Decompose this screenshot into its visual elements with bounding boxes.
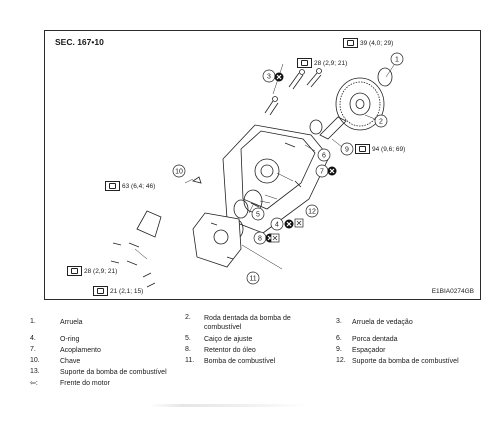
torque-value: 39 (4,0; 29) (360, 39, 394, 47)
legend-text: Espaçador (352, 347, 386, 354)
apply-icons (270, 218, 304, 243)
legend-text: O-ring (60, 336, 80, 343)
legend-text: Retentor do óleo (204, 347, 256, 354)
nut-drawing (309, 119, 323, 135)
legend-row: 13. Suporte da bomba de combustível (30, 368, 490, 380)
legend-number: 1. (30, 318, 36, 325)
no-reuse-icons (265, 72, 337, 243)
legend-text: Arruela de vedação (352, 319, 413, 326)
legend-number: 2. (185, 314, 191, 321)
callout-3: 3 (262, 69, 276, 83)
torque-value: 94 (9,6; 69) (372, 145, 406, 153)
legend-text: Bomba de combustível (204, 358, 276, 365)
legend-number: 12. (336, 357, 346, 364)
callout-4: 4 (270, 217, 284, 231)
spacer-drawing (319, 116, 347, 140)
legend-number: 6. (336, 335, 342, 342)
legend-row: 7. Acoplamento 8. Retentor do óleo 9. Es… (30, 346, 490, 358)
callout-9: 9 (340, 142, 354, 156)
front-arrow-icon: ⇦: (30, 380, 38, 387)
callout-10: 10 (172, 164, 186, 178)
legend-number: 3. (336, 318, 342, 325)
legend-number: 10. (30, 357, 40, 364)
callout-2: 2 (374, 114, 388, 128)
callout-12: 12 (305, 204, 319, 218)
callout-8: 8 (253, 231, 267, 245)
svg-text:2: 2 (379, 119, 383, 126)
bracket-drawing (192, 212, 242, 268)
legend-text: Porca dentada (352, 336, 398, 343)
legend-number: 7. (30, 346, 36, 353)
torque-icon (67, 266, 82, 276)
svg-text:11: 11 (249, 276, 256, 283)
legend-number: 11. (185, 357, 195, 364)
torque-icon (297, 58, 312, 68)
torque-label-3: 94 (9,6; 69) (355, 144, 405, 154)
legend-text: Acoplamento (60, 347, 101, 354)
svg-text:6: 6 (322, 153, 326, 160)
diagram-drawing: 1 2 3 4 5 6 7 8 9 10 11 12 (110, 52, 404, 288)
torque-value: 21 (2,1; 15) (110, 287, 144, 295)
legend-text: Frente do motor (60, 380, 110, 387)
torque-label-4: 63 (6,4; 46) (105, 181, 155, 191)
callout-1: 1 (390, 52, 404, 66)
svg-text:4: 4 (275, 222, 279, 229)
callout-6: 6 (317, 148, 331, 162)
svg-text:9: 9 (345, 147, 349, 154)
svg-text:7: 7 (320, 169, 324, 176)
callout-5: 5 (251, 207, 265, 221)
svg-text:1: 1 (395, 57, 399, 64)
svg-text:5: 5 (256, 212, 260, 219)
torque-icon (343, 38, 358, 48)
torque-label-1: 39 (4,0; 29) (343, 38, 393, 48)
sprocket-drawing (335, 77, 385, 131)
torque-icon (93, 286, 108, 296)
small-bracket-drawing (110, 210, 162, 288)
legend-text: Arruela (60, 319, 83, 326)
svg-text:10: 10 (175, 169, 183, 176)
torque-label-2: 28 (2,9; 21) (297, 58, 347, 68)
scan-artifact (150, 404, 310, 407)
legend-number: 5. (185, 335, 191, 342)
torque-value: 28 (2,9; 21) (314, 59, 348, 67)
torque-icon (105, 181, 120, 191)
legend-row: 10. Chave 11. Bomba de combustível 12. S… (30, 357, 490, 369)
torque-value: 63 (6,4; 46) (122, 182, 156, 190)
legend-text: Roda dentada da bomba de combustível (204, 315, 291, 331)
svg-text:8: 8 (258, 236, 262, 243)
legend-row: ⇦: Frente do motor (30, 379, 490, 391)
legend-text: Caiço de ajuste (204, 336, 253, 343)
legend-number: 13. (30, 368, 40, 375)
torque-value: 28 (2,9; 21) (84, 267, 118, 275)
top-bolts-drawing (264, 68, 322, 116)
callout-11: 11 (246, 271, 260, 285)
svg-text:3: 3 (267, 74, 271, 81)
legend-text: Chave (60, 358, 81, 365)
torque-icon (355, 144, 370, 154)
legend-number: 4. (30, 335, 36, 342)
svg-text:12: 12 (308, 209, 316, 216)
section-label: SEC. 167•10 (55, 37, 104, 47)
legend-number: 9. (336, 346, 342, 353)
legend-text: Suporte da bomba de combustível (352, 358, 459, 365)
torque-label-6: 21 (2,1; 15) (93, 286, 143, 296)
torque-label-5: 28 (2,9; 21) (67, 266, 117, 276)
image-code: E1BIA0274GB (431, 288, 474, 295)
exploded-diagram: SEC. 167•10 (44, 30, 481, 300)
legend-text: Suporte da bomba de combustível (60, 369, 167, 376)
key-drawing (192, 176, 202, 184)
washer-drawing (377, 67, 393, 87)
callout-7: 7 (315, 164, 329, 178)
shim-drawing (233, 199, 249, 219)
legend-row: 4. O-ring 5. Caiço de ajuste 6. Porca de… (30, 335, 490, 347)
legend-number: 8. (185, 346, 191, 353)
legend-row: 1. Arruela 2. Roda dentada da bomba de c… (30, 314, 490, 331)
